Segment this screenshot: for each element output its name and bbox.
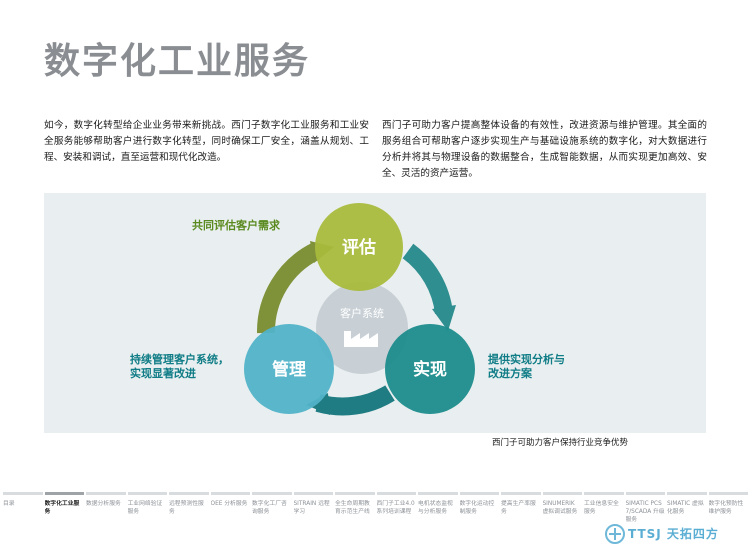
footer-nav-label: 数字化工业服务 <box>45 500 85 516</box>
footer-nav-item[interactable]: 电机状态监视与分析服务 <box>418 492 460 547</box>
arc-assess-to-implement <box>408 251 444 313</box>
footer-nav-indicator <box>3 492 43 495</box>
footer-nav-label: SITRAIN 远程学习 <box>294 500 334 516</box>
footer-nav-item[interactable]: 远程预测性服务 <box>169 492 211 547</box>
footer-nav-item[interactable]: 提高生产率服务 <box>501 492 543 547</box>
footer-nav-label: 远程预测性服务 <box>169 500 209 516</box>
footer-nav-label: 目录 <box>3 500 43 508</box>
diagram-caption: 西门子可助力客户保持行业竞争优势 <box>492 436 628 448</box>
footer-nav-indicator <box>377 492 417 495</box>
implement-annotation-line1: 提供实现分析与 <box>488 352 565 366</box>
footer-nav-label: 数字化工厂咨询服务 <box>252 500 292 516</box>
footer-nav-label: 提高生产率服务 <box>501 500 541 516</box>
footer-nav-item[interactable]: 数据分析服务 <box>86 492 128 547</box>
footer-nav-indicator <box>543 492 583 495</box>
footer-nav-label: 工业信息安全服务 <box>584 500 624 516</box>
footer-nav-item[interactable]: SITRAIN 远程学习 <box>294 492 336 547</box>
footer-nav-indicator <box>501 492 541 495</box>
footer-nav-label: SINUMERIK 虚拟调试服务 <box>543 500 583 516</box>
footer-nav-indicator <box>626 492 666 495</box>
footer-nav-indicator <box>709 492 749 495</box>
footer-nav-label: SIMATIC PCS 7/SCADA 升级服务 <box>626 500 666 524</box>
footer-nav-item[interactable]: SINUMERIK 虚拟调试服务 <box>543 492 585 547</box>
footer-nav-indicator <box>211 492 251 495</box>
footer-nav-item[interactable]: 数字化工业服务 <box>45 492 87 547</box>
footer-nav-indicator <box>335 492 375 495</box>
footer-nav-indicator <box>584 492 624 495</box>
footer-nav-indicator <box>252 492 292 495</box>
service-cycle-diagram: 客户系统 评估 管理 实现 共同评估客户需求 持续管理客户系统， 实现显著改进 … <box>44 193 706 433</box>
assess-annotation: 共同评估客户需求 <box>192 218 281 232</box>
footer-nav-item[interactable]: 全生命周期教育示范生产线 <box>335 492 377 547</box>
manage-annotation-line1: 持续管理客户系统， <box>130 352 229 366</box>
footer-nav-indicator <box>128 492 168 495</box>
footer-nav-label: 工业网络验证服务 <box>128 500 168 516</box>
footer-nav-item[interactable]: 工业网络验证服务 <box>128 492 170 547</box>
footer-nav-indicator <box>45 492 85 495</box>
footer-nav-item[interactable]: 目录 <box>3 492 45 547</box>
footer-nav-indicator <box>169 492 209 495</box>
footer-nav-indicator <box>460 492 500 495</box>
assess-label: 评估 <box>342 237 376 258</box>
footer-nav-indicator <box>667 492 707 495</box>
watermark-icon <box>604 523 628 545</box>
implement-label: 实现 <box>413 359 447 380</box>
cycle-diagram-svg: 客户系统 评估 管理 实现 共同评估客户需求 持续管理客户系统， 实现显著改进 … <box>44 193 706 433</box>
footer-nav-label: 数字化运动控制服务 <box>460 500 500 516</box>
footer-nav-label: 西门子工业4.0系列培训课程 <box>377 500 417 516</box>
footer-nav-label: SIMATIC 虚拟化服务 <box>667 500 707 516</box>
footer-nav-label: 全生命周期教育示范生产线 <box>335 500 375 516</box>
footer-nav-item[interactable]: 西门子工业4.0系列培训课程 <box>377 492 419 547</box>
footer-nav-label: OEE 分析服务 <box>211 500 251 508</box>
watermark-text: TTSJ 天拓四方 <box>628 525 719 542</box>
watermark-logo: TTSJ 天拓四方 <box>604 523 750 545</box>
footer-nav-indicator <box>86 492 126 495</box>
footer-nav-indicator <box>418 492 458 495</box>
footer-nav-label: 数据分析服务 <box>86 500 126 508</box>
footer-nav-item[interactable]: 数字化运动控制服务 <box>460 492 502 547</box>
implement-annotation-line2: 改进方案 <box>488 366 533 380</box>
intro-paragraph-right: 西门子可助力客户提高整体设备的有效性，改进资源与维护管理。其全面的服务组合可帮助… <box>382 118 707 182</box>
arc-manage-to-assess <box>266 251 316 333</box>
center-label: 客户系统 <box>340 306 384 320</box>
footer-nav-item[interactable]: 数字化工厂咨询服务 <box>252 492 294 547</box>
manage-annotation-line2: 实现显著改进 <box>130 366 196 380</box>
intro-paragraph-left: 如今，数字化转型给企业业务带来新挑战。西门子数字化工业服务和工业安全服务能够帮助… <box>44 118 369 166</box>
footer-nav-label: 电机状态监视与分析服务 <box>418 500 458 516</box>
footer-nav-item[interactable]: OEE 分析服务 <box>211 492 253 547</box>
page-title: 数字化工业服务 <box>44 38 310 86</box>
footer-nav-indicator <box>294 492 334 495</box>
footer-nav-label: 数字化预防性维护服务 <box>709 500 749 516</box>
manage-label: 管理 <box>272 359 306 380</box>
